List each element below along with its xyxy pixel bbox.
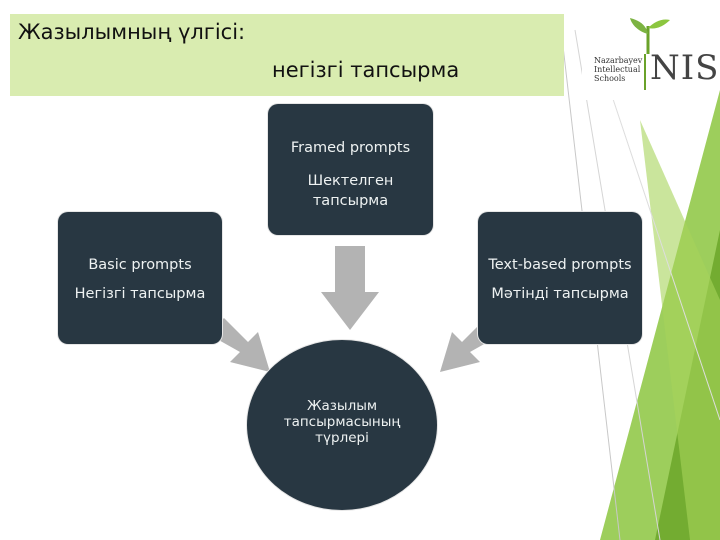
logo-text: Nazarbayev Intellectual Schools xyxy=(594,56,642,83)
logo-text-line: Intellectual xyxy=(594,65,641,74)
writing-task-types-node: Жазылым тапсырмасының түрлері xyxy=(247,340,437,510)
sprout-icon xyxy=(630,18,670,54)
node-label-kk: Негізгі тапсырма xyxy=(74,286,206,302)
node-label-en: Text-based prompts xyxy=(488,257,632,273)
node-label-kk: Шектелген тапсырма xyxy=(307,173,394,209)
logo-text-line: Nazarbayev xyxy=(594,56,643,65)
title-bar: Жазылымның үлгісі: негізгі тапсырма xyxy=(10,14,564,96)
logo-divider xyxy=(644,54,646,90)
basic-prompts-node: Basic prompts Негізгі тапсырма xyxy=(58,212,222,344)
nis-logo: Nazarbayev Intellectual Schools NIS xyxy=(582,10,718,100)
logo-text-line: Schools xyxy=(594,74,626,83)
text-based-prompts-node: Text-based prompts Мәтінді тапсырма xyxy=(478,212,642,344)
node-label-en: Basic prompts xyxy=(88,257,192,273)
page-title: Жазылымның үлгісі: xyxy=(18,20,246,44)
logo-abbreviation: NIS xyxy=(650,48,720,88)
page-subtitle: негізгі тапсырма xyxy=(272,58,460,82)
node-label-en: Framed prompts xyxy=(290,140,411,156)
center-label: Жазылым тапсырмасының түрлері xyxy=(283,398,401,446)
arrow-down-icon xyxy=(321,246,379,330)
framed-prompts-node: Framed prompts Шектелген тапсырма xyxy=(268,104,433,235)
arrow-diagonal-right-icon xyxy=(208,318,270,372)
node-label-kk: Мәтінді тапсырма xyxy=(491,286,629,302)
